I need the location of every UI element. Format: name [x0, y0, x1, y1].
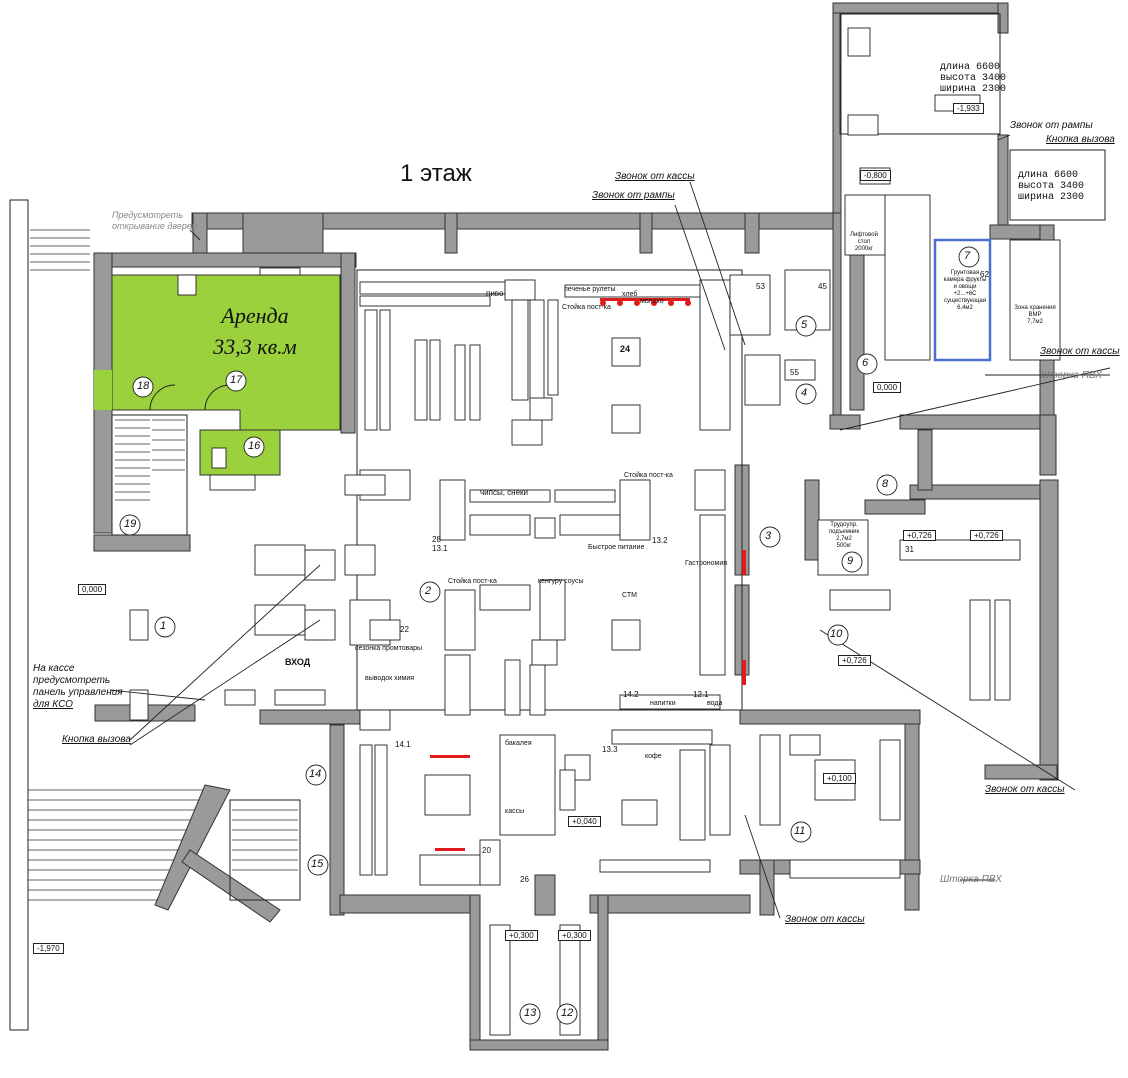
red-markers: [430, 298, 746, 851]
room-markers: [119, 246, 980, 1025]
level-marker: -0,800: [860, 170, 891, 181]
level-marker: +0,300: [558, 930, 591, 941]
equipment-label: СТМ: [622, 592, 637, 599]
equipment-label: напитки: [650, 700, 676, 707]
room-number: 7: [964, 250, 971, 262]
fixture-tag: 22: [400, 625, 409, 634]
level-marker: -1,933: [953, 103, 984, 114]
rental-area-value: 33,3 кв.м: [212, 334, 296, 359]
equipment-label: Быстрое питание: [588, 544, 645, 551]
level-marker: +0,726: [838, 655, 871, 666]
level-marker: +0,100: [823, 773, 856, 784]
room-number: 12: [561, 1007, 574, 1019]
rental-area[interactable]: [94, 267, 341, 476]
fixture-tag: 14.1: [395, 740, 411, 749]
fixture-tag: 28: [432, 535, 441, 544]
room-number: 6: [862, 357, 869, 369]
callout-bell-cash-2: Звонок от кассы: [1040, 346, 1120, 357]
callout-bell-cash-4: Звонок от кассы: [785, 914, 865, 925]
level-marker: 0,000: [873, 382, 902, 393]
room-number: 2: [425, 585, 432, 597]
equipment-label: печенье рулеты: [564, 286, 616, 293]
equipment-label: выводок химия: [365, 675, 415, 682]
room-number: 5: [801, 319, 808, 331]
room-number: 3: [765, 530, 772, 542]
fixture-tag: 45: [818, 282, 827, 291]
equipment-label: кофе: [645, 753, 662, 760]
fixture-tag: 12.1: [693, 690, 709, 699]
equipment-label: бакалея: [505, 740, 532, 747]
equipment-label: вода: [707, 700, 723, 707]
level-marker: -1,970: [33, 943, 64, 954]
equipment-label: кассы: [505, 808, 525, 815]
sales-floor-fixtures: [129, 194, 1061, 1036]
left-stairwells: [9, 199, 301, 1031]
equipment-label: чипсы, снеки: [480, 488, 528, 497]
fixture-tag: 13.3: [602, 745, 618, 754]
callout-shtorka-1: Шторка ПВХ: [1040, 370, 1102, 381]
equipment-label: Стойка пост-ка: [562, 304, 611, 311]
entrance-label: ВХОД: [285, 657, 311, 667]
room-number: 18: [137, 380, 150, 392]
room-number: 9: [847, 555, 854, 567]
level-marker: 0,000: [78, 584, 107, 595]
fixture-tag: 13.1: [432, 544, 448, 553]
equipment-label: Гаcтрономия: [685, 560, 728, 567]
fixture-tag: 31: [905, 545, 914, 554]
equipment-label: пиво: [486, 289, 504, 298]
room-number: 11: [794, 825, 806, 837]
level-marker: +0,300: [505, 930, 538, 941]
room-number: 16: [248, 440, 261, 452]
equipment-label: молоко: [640, 298, 664, 305]
equipment-label: Стойка пост-ка: [448, 578, 497, 585]
callout-bell-cash-1: Звонок от кассы: [615, 171, 695, 182]
fixture-tag: 62: [980, 270, 989, 279]
callout-call-button-top: Кнопка вызова: [1046, 134, 1115, 145]
callout-bell-ramp-top: Звонок от рампы: [1010, 120, 1093, 131]
fixture-tag: 55: [790, 368, 799, 377]
room-number: 8: [882, 478, 889, 490]
room-number: 15: [311, 858, 324, 870]
level-marker: +0,726: [903, 530, 936, 541]
rental-title: Аренда: [219, 303, 288, 328]
room-number: 14: [309, 768, 322, 780]
level-marker: +0,726: [970, 530, 1003, 541]
fixture-tag: 24: [620, 344, 631, 354]
equipment-label: хлеб: [622, 291, 638, 298]
level-marker: +0,040: [568, 816, 601, 827]
fixture-tag: 26: [520, 875, 529, 884]
fixture-tag: 20: [482, 846, 491, 855]
fixture-tag: 13.2: [652, 536, 668, 545]
callout-shtorka-2: Шторка ПВХ: [940, 874, 1002, 885]
callout-bell-cash-3: Звонок от кассы: [985, 784, 1065, 795]
floor-title: 1 этаж: [400, 160, 472, 187]
room-number: 17: [230, 374, 243, 386]
equipment-label: Стойка пост-ка: [624, 472, 673, 479]
room-number: 10: [830, 628, 843, 640]
callout-bell-ramp: Звонок от рампы: [592, 190, 675, 201]
fixture-tag: 14.2: [623, 690, 639, 699]
loading-bay-block: [832, 2, 1106, 226]
fixture-tag: 53: [756, 282, 765, 291]
callout-call-button-left: Кнопка вызова: [62, 734, 131, 745]
room-number: 19: [124, 518, 137, 530]
equipment-label: кенгуру соусы: [538, 578, 584, 585]
room-number: 13: [524, 1007, 537, 1019]
room-number: 4: [801, 387, 808, 399]
equipment-label: сезонка промтовары: [355, 645, 423, 652]
room-number: 1: [160, 620, 167, 632]
